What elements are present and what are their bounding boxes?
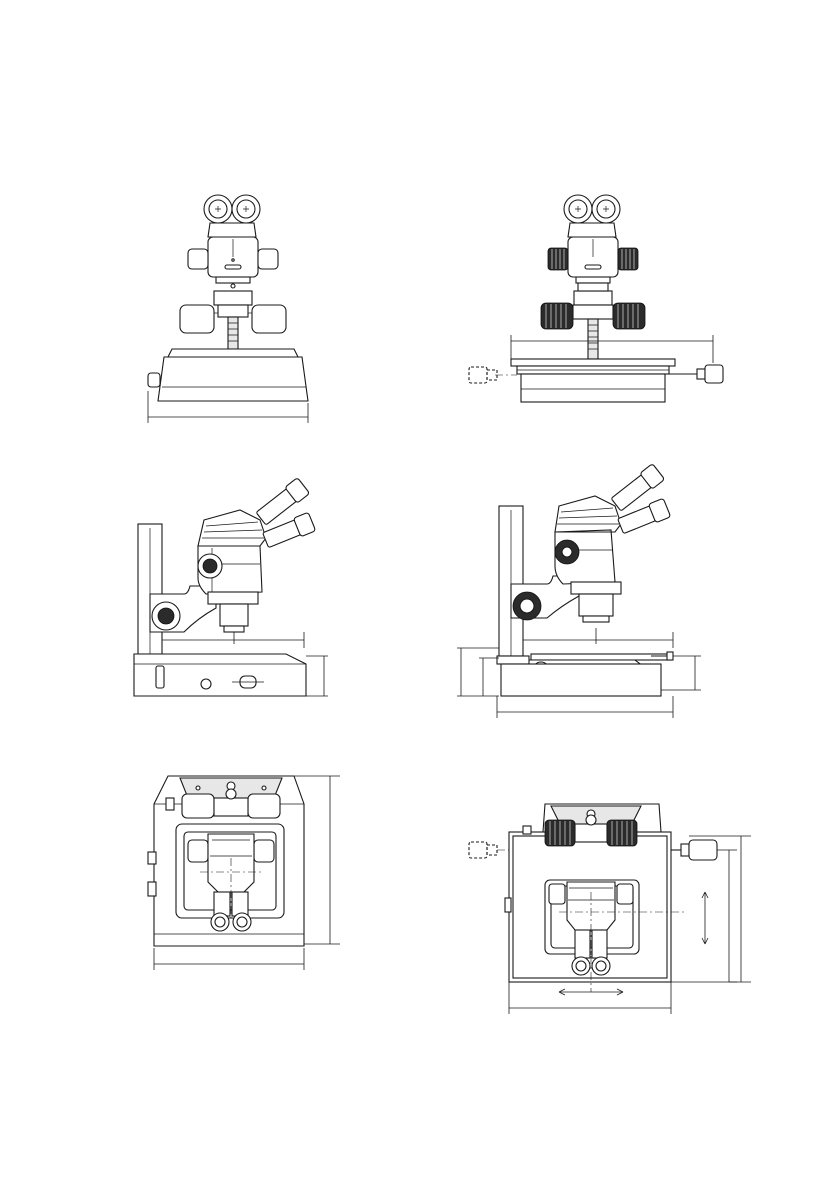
front-view-cross-stage [455, 185, 730, 415]
dimension-base-width [154, 948, 304, 970]
binocular-head [198, 510, 266, 546]
stage-drive-left [469, 367, 517, 383]
stage-drive-right [671, 840, 717, 860]
binocular-head [568, 223, 616, 237]
focus-knob-right [248, 794, 280, 818]
eyepiece-right [232, 195, 260, 223]
cross-stage-plate [531, 654, 671, 660]
stage-drive-knob-left-icon [469, 842, 487, 858]
dimension-base-height [306, 656, 328, 696]
focus-knob-left [182, 794, 214, 818]
side-view-cross-stage [455, 458, 715, 723]
eyepiece-left [564, 195, 592, 223]
binocular-head [555, 496, 621, 532]
side-knob-middle [148, 852, 156, 864]
eyepiece-right [592, 957, 610, 975]
base-clamp-lever [156, 666, 164, 688]
stage-drive-knob-right-icon [689, 840, 717, 860]
dimension-stage-right-height [661, 656, 701, 690]
dimension-stage-width [509, 982, 671, 1014]
stage-plate [168, 349, 298, 357]
zoom-knob-left [188, 249, 208, 269]
dimension-stage-height [479, 658, 499, 696]
zoom-knob-right [258, 249, 278, 269]
base [497, 656, 529, 664]
stage-drive-knob-left-icon [469, 367, 487, 383]
side-view-standard [128, 468, 338, 708]
objective [214, 291, 252, 305]
eyepiece-right [233, 913, 251, 931]
zoom-knob-left [188, 840, 208, 862]
objective [208, 592, 258, 604]
stage-drive-right [669, 365, 723, 383]
cross-stage-plate [511, 359, 675, 366]
binocular-head [208, 223, 256, 237]
base [521, 374, 665, 402]
zoom-knob-right [254, 840, 274, 862]
base-knob [201, 679, 211, 689]
eyepiece-left [204, 195, 232, 223]
objective [574, 291, 612, 305]
zoom-knob-right [618, 248, 638, 270]
side-knob-lower [148, 882, 156, 896]
eyepiece-right [592, 195, 620, 223]
base-side-knob [148, 373, 160, 387]
focus-pillar [228, 317, 238, 349]
focus-knob-right [252, 305, 286, 333]
side-knob-top [166, 798, 174, 810]
front-view-standard [130, 185, 330, 435]
binocular-head [567, 882, 615, 930]
dimension-column-height [457, 648, 499, 696]
eyepiece-left [572, 957, 590, 975]
side-knob-lower [505, 898, 511, 912]
focus-knob-left [180, 305, 214, 333]
dimension-stage-travel-y [702, 892, 708, 944]
dimension-working-distance [523, 628, 673, 648]
zoom-knob-left [549, 884, 565, 904]
top-view-standard [140, 768, 350, 978]
top-view-cross-stage [455, 796, 755, 1021]
zoom-knob-right [617, 884, 633, 904]
objective [571, 582, 621, 594]
dimension-base-depth [497, 696, 673, 718]
dimension-stage-depth [671, 850, 737, 982]
side-knob-top [523, 826, 531, 834]
stage-drive-left [469, 842, 509, 858]
zoom-knob-left [548, 248, 568, 270]
dimension-working-distance [162, 632, 304, 648]
base [158, 357, 308, 401]
eyepiece-left [211, 913, 229, 931]
stage-drive-knob-right-icon [705, 365, 723, 383]
